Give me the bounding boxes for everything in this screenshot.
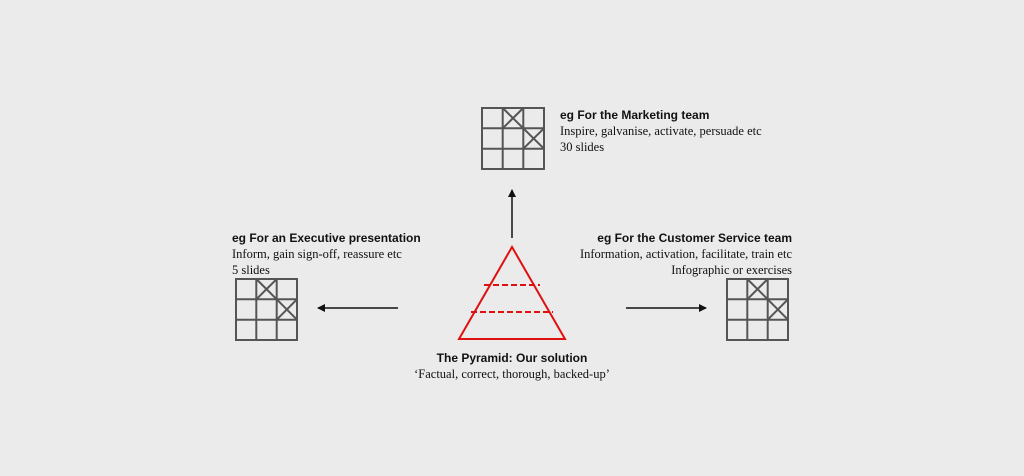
pyramid-title: The Pyramid: Our solution	[436, 351, 588, 365]
left-line1: Inform, gain sign-off, reassure etc	[232, 247, 402, 261]
right-line2: Infographic or exercises	[671, 263, 792, 277]
pyramid-caption: The Pyramid: Our solution ‘Factual, corr…	[362, 350, 662, 382]
top-title: eg For the Marketing team	[560, 108, 710, 122]
slide-grid-icon-top	[481, 107, 545, 170]
right-line1: Information, activation, facilitate, tra…	[579, 247, 792, 261]
slide-grid-icon-left	[235, 278, 298, 341]
top-line2: 30 slides	[560, 140, 605, 154]
pyramid-subtitle: ‘Factual, correct, thorough, backed-up’	[414, 367, 610, 381]
right-title: eg For the Customer Service team	[597, 231, 792, 245]
pyramid-icon	[457, 244, 567, 340]
left-title: eg For an Executive presentation	[232, 231, 421, 245]
top-text-block: eg For the Marketing team Inspire, galva…	[560, 107, 762, 155]
top-line1: Inspire, galvanise, activate, persuade e…	[560, 124, 762, 138]
slide-grid-icon-right	[726, 278, 789, 341]
left-text-block: eg For an Executive presentation Inform,…	[232, 230, 421, 278]
right-text-block: eg For the Customer Service team Informa…	[580, 230, 792, 278]
left-line2: 5 slides	[232, 263, 270, 277]
